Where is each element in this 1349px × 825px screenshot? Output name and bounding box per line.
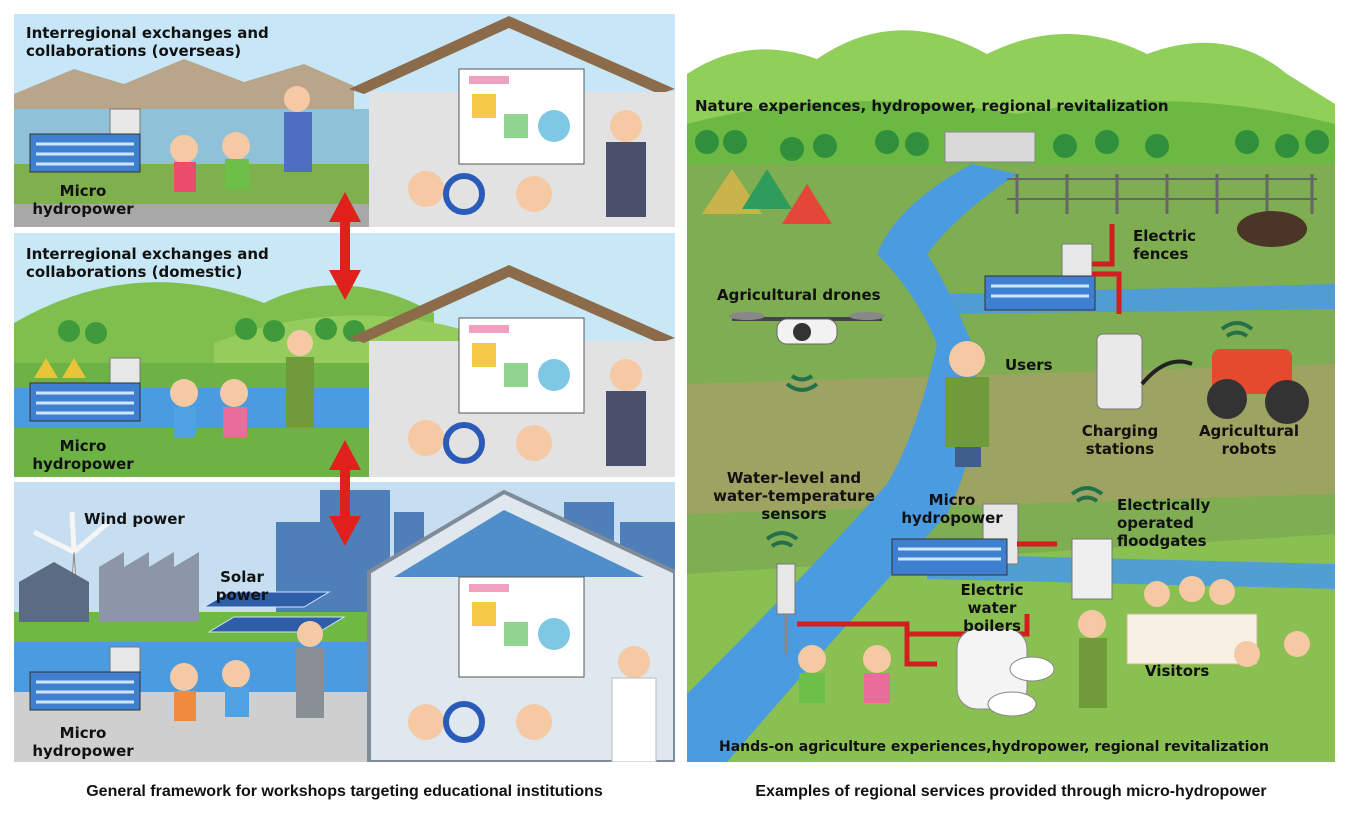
sensors-label: Water-level and water-temperature sensor… (713, 469, 875, 523)
users-label: Users (1005, 356, 1053, 374)
electric-fences-label: Electric fences (1133, 227, 1197, 263)
water-boilers-label: Electric water boilers (960, 581, 1024, 635)
charging-stations-label: Charging stations (1081, 422, 1159, 458)
overseas-scene (14, 14, 675, 227)
arrow-domestic-urban (329, 440, 361, 546)
right-caption: Examples of regional services provided t… (755, 783, 1267, 800)
urban-scene (14, 482, 675, 762)
nature-experiences-title: Nature experiences, hydropower, regional… (695, 97, 1169, 115)
panel-domestic: Interregional exchanges and collaboratio… (14, 233, 675, 477)
overseas-title: Interregional exchanges and collaboratio… (26, 24, 269, 60)
regional-services-scene (687, 14, 1335, 762)
visitors-label: Visitors (1145, 662, 1210, 680)
panel-urban: Wind power Solar power Micro hydropower (14, 482, 675, 762)
domestic-hydro-label: Micro hydropower (32, 437, 134, 473)
micro-hydropower-label: Micro hydropower (901, 491, 1003, 527)
urban-hydro-label: Micro hydropower (32, 724, 134, 760)
solar-power-label: Solar power (215, 568, 269, 604)
agricultural-drones-label: Agricultural drones (717, 286, 881, 304)
overseas-hydro-label: Micro hydropower (32, 182, 134, 218)
domestic-scene (14, 233, 675, 477)
exchange-arrows (329, 192, 361, 546)
left-caption: General framework for workshops targetin… (86, 783, 603, 800)
domestic-title: Interregional exchanges and collaboratio… (26, 245, 269, 281)
wind-power-label: Wind power (84, 510, 185, 528)
arrow-overseas-domestic (329, 192, 361, 300)
regional-services-panel: Nature experiences, hydropower, regional… (687, 14, 1335, 762)
hands-on-agriculture-title: Hands-on agriculture experiences,hydropo… (719, 739, 1269, 755)
floodgates-label: Electrically operated floodgates (1117, 496, 1211, 550)
panel-overseas: Interregional exchanges and collaboratio… (14, 14, 675, 227)
agricultural-robots-label: Agricultural robots (1198, 422, 1300, 458)
